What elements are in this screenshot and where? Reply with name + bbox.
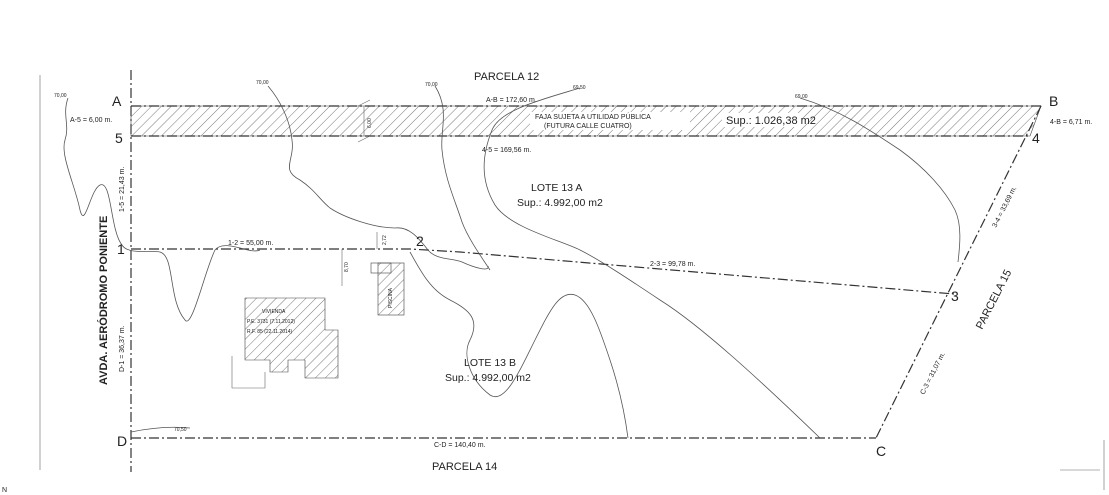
easement-width-tick-top bbox=[357, 99, 371, 107]
house-annex-outline bbox=[231, 356, 266, 389]
easement-area-label: Sup.: 1.026,38 m2 bbox=[726, 115, 816, 127]
point-D-label: D bbox=[117, 433, 127, 449]
dim-3-4: 3-4 = 33,69 m. bbox=[992, 185, 1019, 229]
contour-line-3 bbox=[434, 85, 491, 271]
dim-1-2: 1-2 = 55,00 m. bbox=[228, 240, 273, 247]
lot-13b-title: LOTE 13 B bbox=[464, 357, 516, 369]
dim-4-B: 4-B = 6,71 m. bbox=[1050, 119, 1092, 126]
contour-label-1: 70,00 bbox=[54, 93, 67, 99]
boundary-1-2-3 bbox=[131, 248, 955, 295]
point-1-label: 1 bbox=[117, 241, 125, 257]
easement-area-bg bbox=[722, 113, 802, 127]
contour-label-2: 70,00 bbox=[256, 80, 269, 86]
lot-13b-area: Sup.: 4.992,00 m2 bbox=[445, 372, 531, 384]
lot-13a-title: LOTE 13 A bbox=[531, 182, 582, 194]
point-C-label: C bbox=[876, 443, 886, 459]
contour-line-6 bbox=[409, 251, 629, 439]
street-name-label: AVDA. AERÓDROMO PONIENTE bbox=[97, 216, 110, 385]
easement-label-line2: (FUTURA CALLE CUATRO) bbox=[544, 123, 632, 130]
point-A-label: A bbox=[112, 93, 122, 109]
contour-line-4 bbox=[483, 87, 821, 439]
point-5-label: 5 bbox=[115, 130, 123, 146]
house-footprint bbox=[244, 297, 339, 379]
easement-width-label: 6,00 bbox=[367, 118, 373, 128]
lot-13a-area: Sup.: 4.992,00 m2 bbox=[517, 197, 603, 209]
dim-1-5: 1-5 = 21,43 m. bbox=[119, 167, 126, 212]
dim-A-B: A-B = 172,60 m. bbox=[486, 97, 537, 104]
easement-width-tick-bottom bbox=[357, 135, 371, 143]
pool-deck bbox=[370, 262, 392, 274]
point-2-label: 2 bbox=[416, 233, 424, 249]
contour-label-6: 70,50 bbox=[174, 427, 187, 433]
dim-D-1: D-1 = 36,37 m. bbox=[119, 325, 126, 372]
point-3-label: 3 bbox=[951, 288, 959, 304]
contour-line-2 bbox=[267, 85, 489, 270]
dim-2-72: 2,72 bbox=[382, 235, 388, 245]
neighbor-east-label: PARCELA 15 bbox=[974, 268, 1014, 332]
dim-C-3: C-3 = 31,07 m. bbox=[920, 351, 947, 396]
pool-label: PISCINA bbox=[388, 287, 394, 308]
neighbor-south-label: PARCELA 14 bbox=[432, 461, 497, 473]
house-pe-permit: P.E. 3731 (7.11.2012) bbox=[247, 319, 295, 325]
corner-mark: N bbox=[2, 487, 7, 494]
easement-label-bg bbox=[530, 112, 690, 130]
contour-label-5: 69,00 bbox=[795, 94, 808, 100]
neighbor-north-label: PARCELA 12 bbox=[474, 71, 539, 83]
house-title: VIVIENDA bbox=[262, 309, 286, 315]
point-4-label: 4 bbox=[1032, 130, 1040, 146]
contour-line-5 bbox=[799, 97, 961, 263]
dim-A-5: A-5 = 6,00 m. bbox=[70, 117, 112, 124]
contour-label-3: 70,00 bbox=[425, 82, 438, 88]
contour-label-4: 69,50 bbox=[573, 85, 586, 91]
house-rf-record: R.F. 85 (22.11.2014) bbox=[247, 329, 293, 335]
contour-line-7 bbox=[130, 426, 191, 433]
dim-8-70: 8,70 bbox=[344, 262, 350, 272]
dim-4-5: 4-5 = 169,56 m. bbox=[482, 147, 531, 154]
easement-label-line1: FAJA SUJETA A UTILIDAD PÚBLICA bbox=[535, 112, 651, 121]
contour-line-1 bbox=[63, 97, 261, 322]
dim-C-D: C-D = 140,40 m. bbox=[434, 442, 486, 449]
boundary-B-C bbox=[875, 105, 1042, 439]
point-B-label: B bbox=[1049, 93, 1058, 109]
dim-2-3: 2-3 = 99,78 m. bbox=[650, 261, 695, 268]
